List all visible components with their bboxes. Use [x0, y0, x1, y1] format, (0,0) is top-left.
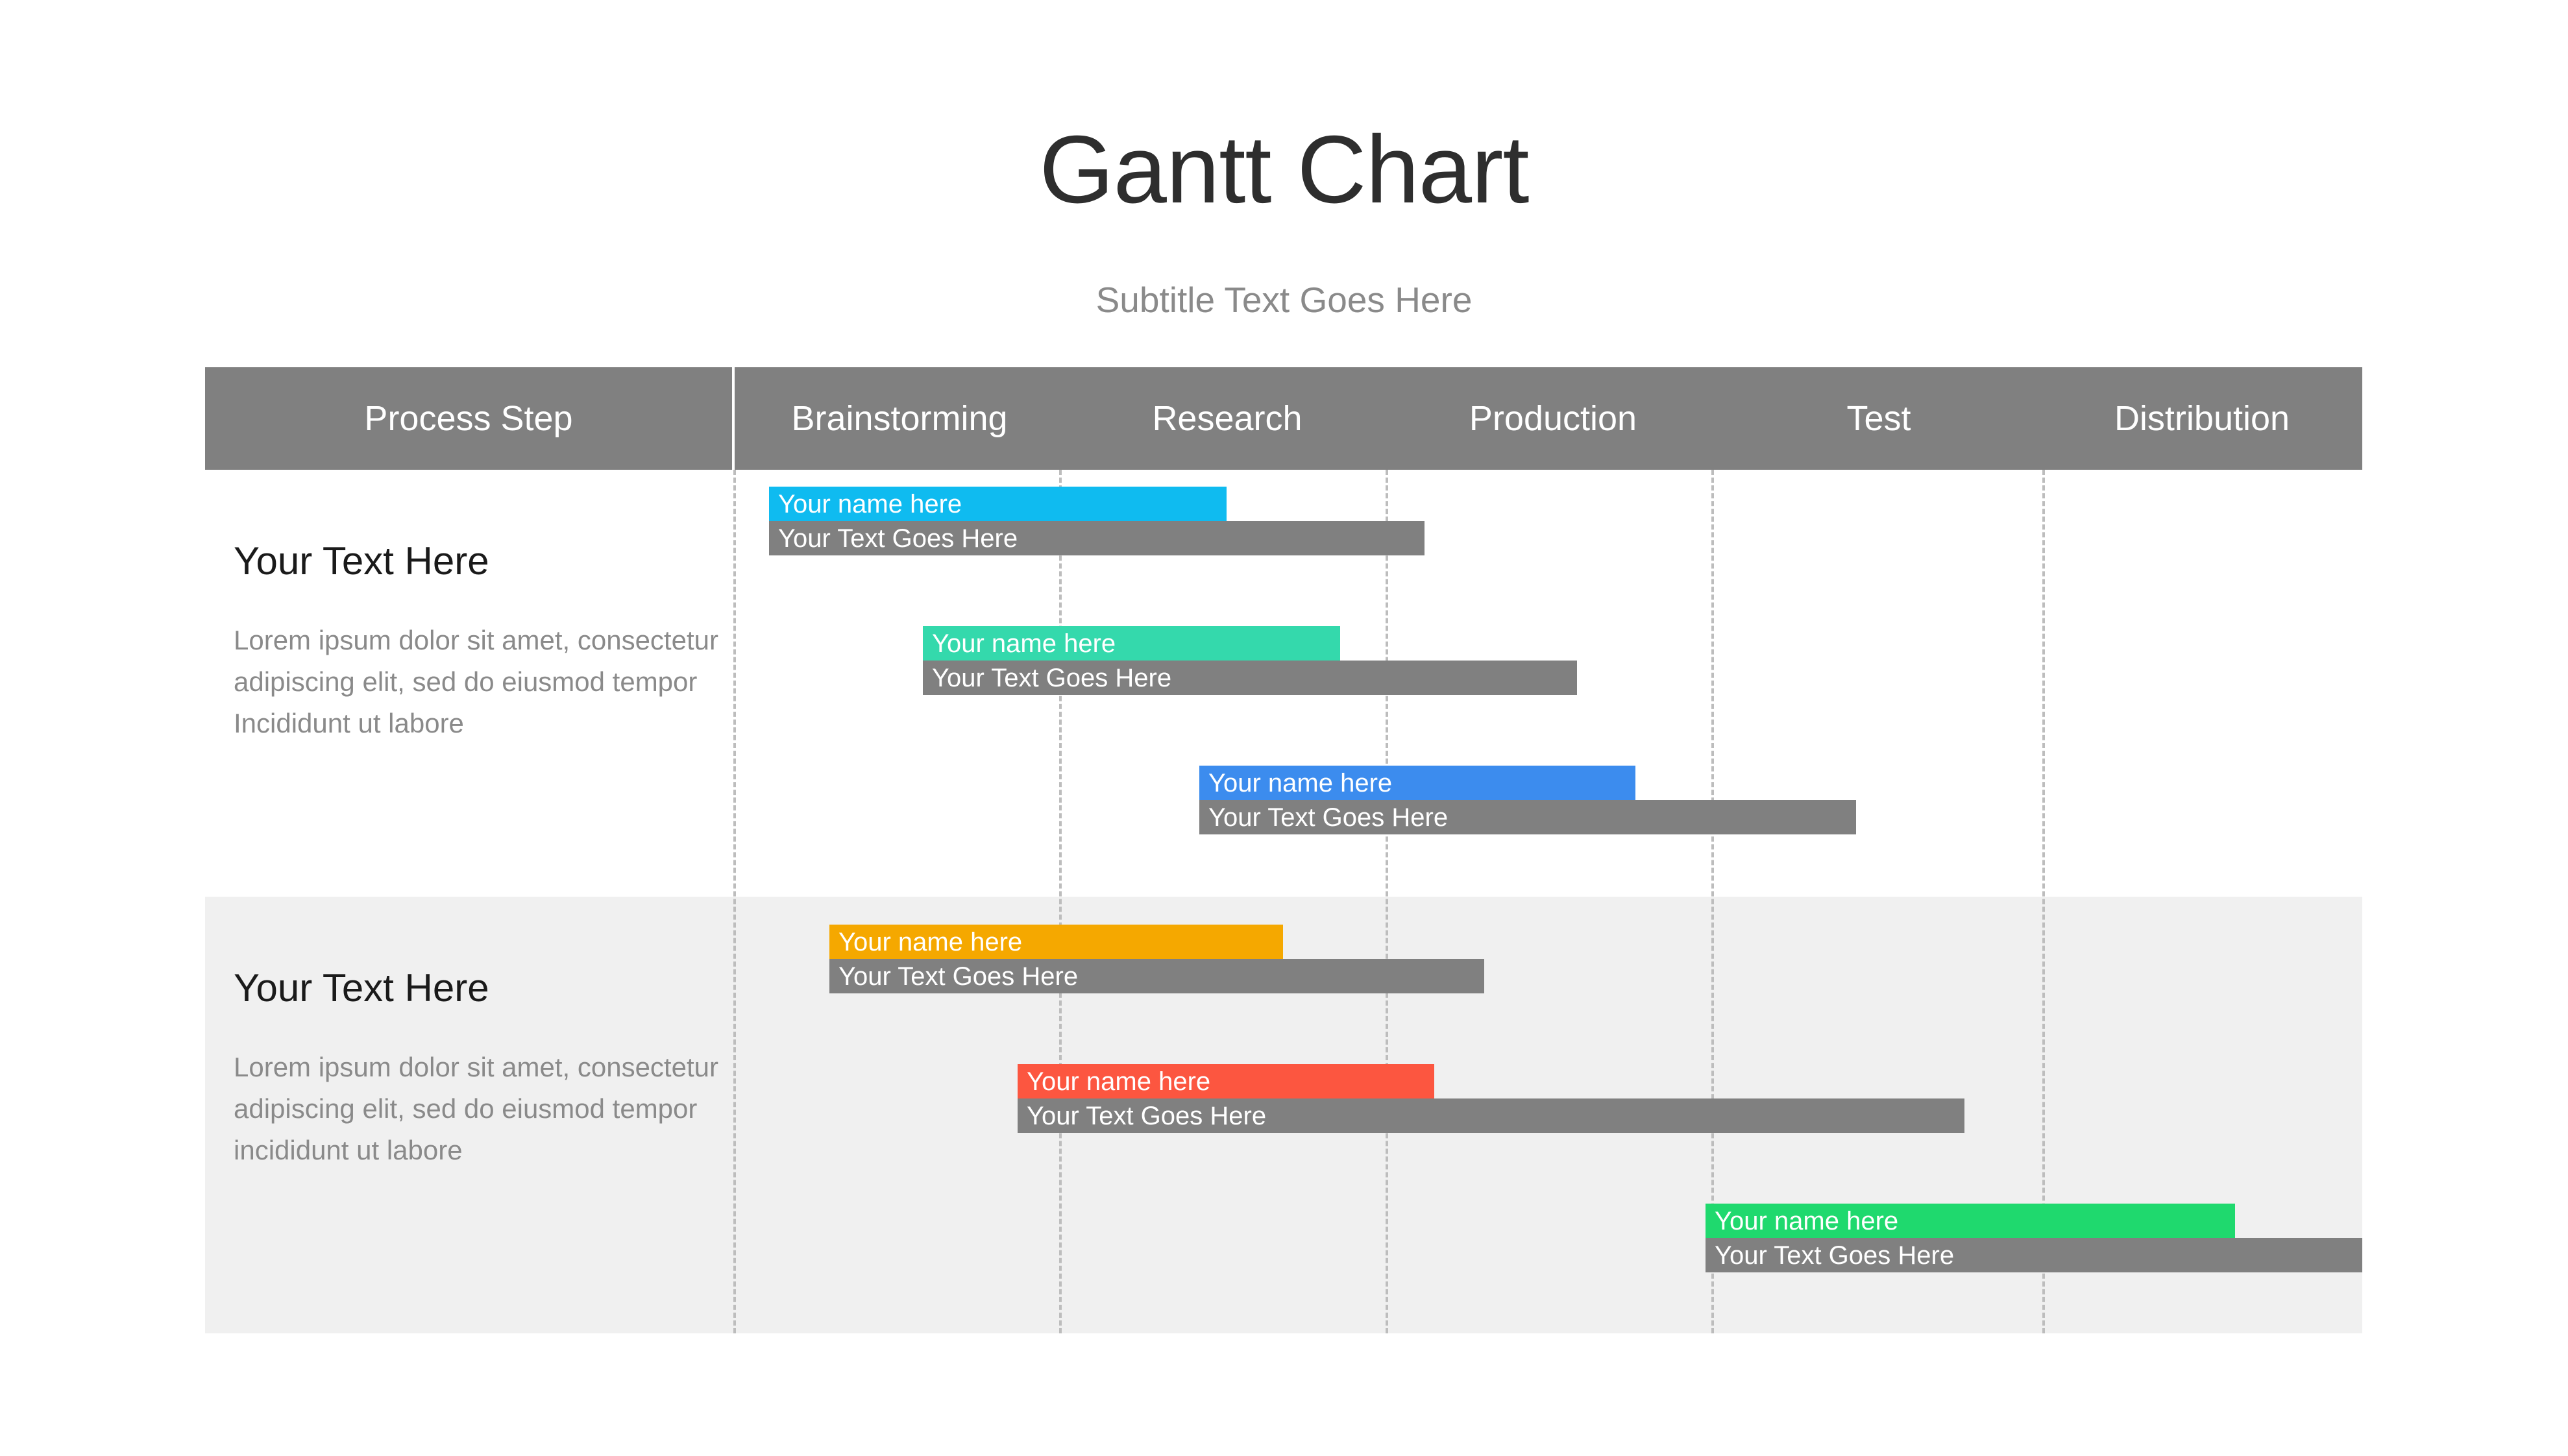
column-header-production[interactable]: Production [1469, 399, 1637, 438]
task-bar-1[interactable]: Your name here [769, 487, 1227, 521]
row-1-heading: Your Text Here [234, 539, 489, 583]
page-title: Gantt Chart [1039, 116, 1529, 223]
task-progress-bar-1-label: Your Text Goes Here [778, 524, 1018, 553]
task-bar-1-label: Your name here [778, 489, 962, 518]
task-progress-bar-2-label: Your Text Goes Here [932, 663, 1172, 692]
gridline-test [1711, 470, 1714, 1333]
column-header-distribution[interactable]: Distribution [2114, 399, 2290, 438]
task-progress-bar-5[interactable]: Your Text Goes Here [1018, 1098, 1964, 1133]
gantt-header-row: Process Step Brainstorming Research Prod… [205, 367, 2362, 470]
task-bar-4[interactable]: Your name here [829, 925, 1283, 959]
task-progress-bar-3-label: Your Text Goes Here [1208, 803, 1449, 832]
task-progress-bar-3[interactable]: Your Text Goes Here [1199, 800, 1856, 834]
task-progress-bar-5-label: Your Text Goes Here [1027, 1101, 1267, 1130]
task-bar-6[interactable]: Your name here [1706, 1204, 2235, 1238]
task-bar-3-label: Your name here [1208, 768, 1393, 797]
task-progress-bar-6-label: Your Text Goes Here [1715, 1241, 1955, 1270]
task-progress-bar-2[interactable]: Your Text Goes Here [923, 661, 1577, 695]
task-bar-6-label: Your name here [1715, 1206, 1899, 1235]
page-subtitle: Subtitle Text Goes Here [1095, 280, 1473, 320]
gantt-body: Your Text Here Lorem ipsum dolor sit ame… [205, 470, 2362, 1333]
task-bar-5[interactable]: Your name here [1018, 1064, 1434, 1098]
row-label-2: Your Text Here Lorem ipsum dolor sit ame… [234, 965, 727, 1171]
column-header-test[interactable]: Test [1846, 399, 1911, 438]
column-header-process-step[interactable]: Process Step [364, 399, 573, 438]
row-1-paragraph: Lorem ipsum dolor sit amet, consectetur … [234, 625, 718, 738]
row-label-1: Your Text Here Lorem ipsum dolor sit ame… [234, 539, 727, 744]
row-2-paragraph: Lorem ipsum dolor sit amet, consectetur … [234, 1052, 718, 1165]
task-bar-2-label: Your name here [932, 629, 1116, 658]
task-progress-bar-1[interactable]: Your Text Goes Here [769, 521, 1425, 555]
gantt-table: Process Step Brainstorming Research Prod… [205, 367, 2362, 1333]
column-header-brainstorming[interactable]: Brainstorming [791, 399, 1008, 438]
task-progress-bar-4[interactable]: Your Text Goes Here [829, 959, 1484, 993]
gridline-production [1386, 470, 1388, 1333]
gridline-distribution [2042, 470, 2045, 1333]
row-2-heading: Your Text Here [234, 966, 489, 1010]
task-bar-5-label: Your name here [1027, 1067, 1211, 1096]
header-divider [732, 367, 735, 470]
task-progress-bar-4-label: Your Text Goes Here [838, 962, 1079, 991]
gridline-brainstorming [733, 470, 736, 1333]
gridline-research [1059, 470, 1062, 1333]
task-bar-3[interactable]: Your name here [1199, 766, 1635, 800]
task-bar-2[interactable]: Your name here [923, 626, 1340, 661]
task-bar-4-label: Your name here [838, 927, 1023, 956]
column-header-research[interactable]: Research [1152, 399, 1302, 438]
task-progress-bar-6[interactable]: Your Text Goes Here [1706, 1238, 2362, 1272]
